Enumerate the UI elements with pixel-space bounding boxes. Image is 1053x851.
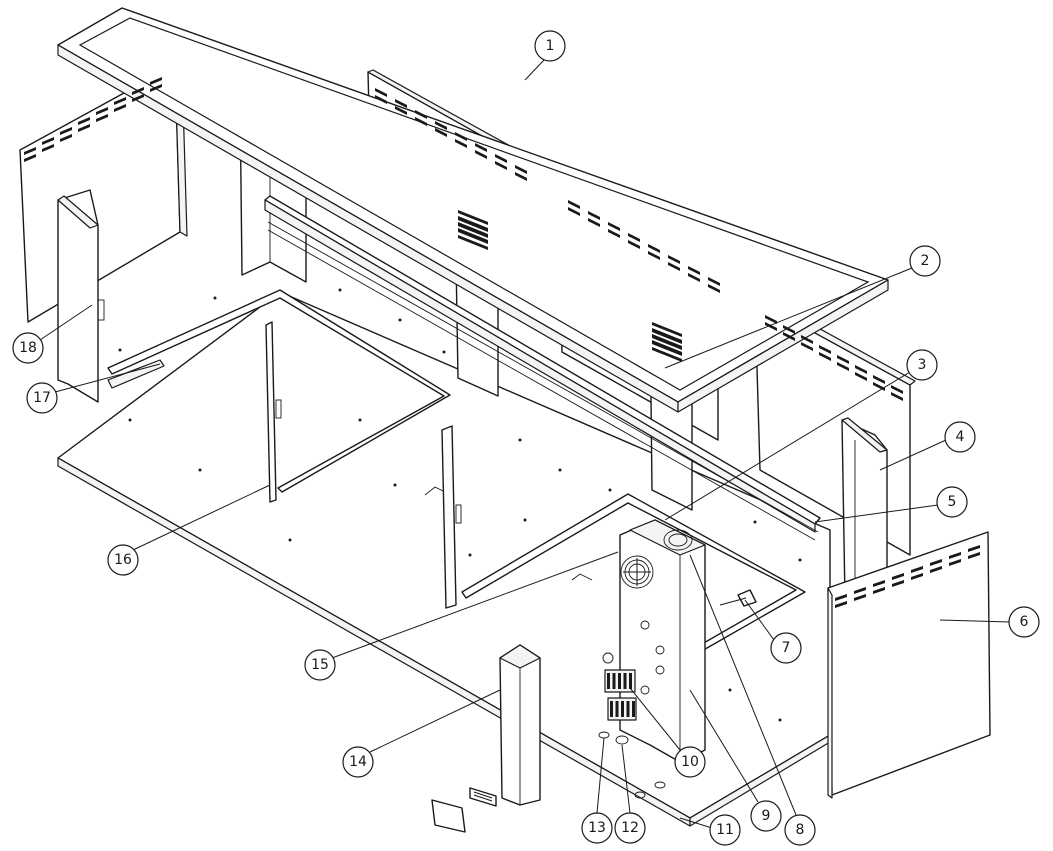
leader-line <box>621 744 631 814</box>
electrical-chassis <box>619 519 706 763</box>
leader-line <box>679 817 713 829</box>
leader-line <box>629 687 681 751</box>
inner-frame <box>107 289 451 503</box>
leader-line <box>814 504 939 523</box>
svg-text:13: 13 <box>588 820 606 836</box>
svg-text:2: 2 <box>921 253 930 269</box>
label-plate <box>431 799 466 833</box>
svg-text:1: 1 <box>546 38 555 54</box>
svg-text:9: 9 <box>762 808 771 824</box>
svg-text:6: 6 <box>1020 614 1029 630</box>
callout-bubbles: 1 2 3 4 5 6 7 8 <box>12 30 1040 846</box>
callout-6: 6 <box>1008 606 1040 638</box>
leader-line <box>879 439 947 471</box>
svg-text:11: 11 <box>716 822 734 838</box>
leader-line <box>939 619 1011 623</box>
leader-line <box>369 689 501 753</box>
leader-line <box>689 554 797 816</box>
louver-slots <box>24 77 980 608</box>
svg-text:16: 16 <box>114 552 132 568</box>
svg-text:17: 17 <box>33 390 51 406</box>
leader-line <box>524 59 545 81</box>
svg-text:15: 15 <box>311 657 329 673</box>
callout-4: 4 <box>944 421 976 453</box>
callout-9: 9 <box>750 800 782 832</box>
svg-text:3: 3 <box>918 357 927 373</box>
callout-14: 14 <box>342 746 374 778</box>
long-rail <box>264 195 821 541</box>
callout-13: 13 <box>581 812 613 844</box>
callout-17: 17 <box>26 382 58 414</box>
callout-18: 18 <box>12 332 44 364</box>
svg-text:12: 12 <box>621 820 639 836</box>
callout-16: 16 <box>107 544 139 576</box>
base-mounting-holes <box>118 288 802 722</box>
svg-text:5: 5 <box>948 494 957 510</box>
small-bracket <box>719 589 757 607</box>
callout-1: 1 <box>534 30 566 62</box>
callout-10: 10 <box>674 746 706 778</box>
leader-line <box>596 737 605 814</box>
svg-text:8: 8 <box>796 822 805 838</box>
top-frame <box>57 7 889 413</box>
callout-3: 3 <box>906 349 938 381</box>
leader-line <box>54 363 161 393</box>
leader-line <box>744 599 775 641</box>
callout-15: 15 <box>304 649 336 681</box>
front-left-post <box>57 189 105 403</box>
leader-line <box>689 689 759 803</box>
svg-text:4: 4 <box>956 429 965 445</box>
front-cover <box>499 644 541 806</box>
terminal-blocks <box>602 652 637 721</box>
vent-grille <box>469 787 497 807</box>
svg-text:18: 18 <box>19 340 37 356</box>
callout-5: 5 <box>936 486 968 518</box>
callout-7: 7 <box>770 632 802 664</box>
right-side-panel <box>827 531 991 799</box>
svg-text:14: 14 <box>349 754 367 770</box>
leader-line <box>664 371 911 521</box>
leader-line <box>664 267 913 369</box>
fan-icon <box>620 555 654 589</box>
callout-12: 12 <box>614 812 646 844</box>
callout-8: 8 <box>784 814 816 846</box>
leader-line <box>331 551 619 659</box>
svg-text:10: 10 <box>681 754 699 770</box>
svg-text:7: 7 <box>782 640 791 656</box>
callout-11: 11 <box>709 814 741 846</box>
top-fan-icon <box>663 529 693 551</box>
callout-2: 2 <box>909 245 941 277</box>
leader-lines <box>39 59 1011 829</box>
leader-line <box>132 484 271 551</box>
leader-line <box>39 304 93 341</box>
